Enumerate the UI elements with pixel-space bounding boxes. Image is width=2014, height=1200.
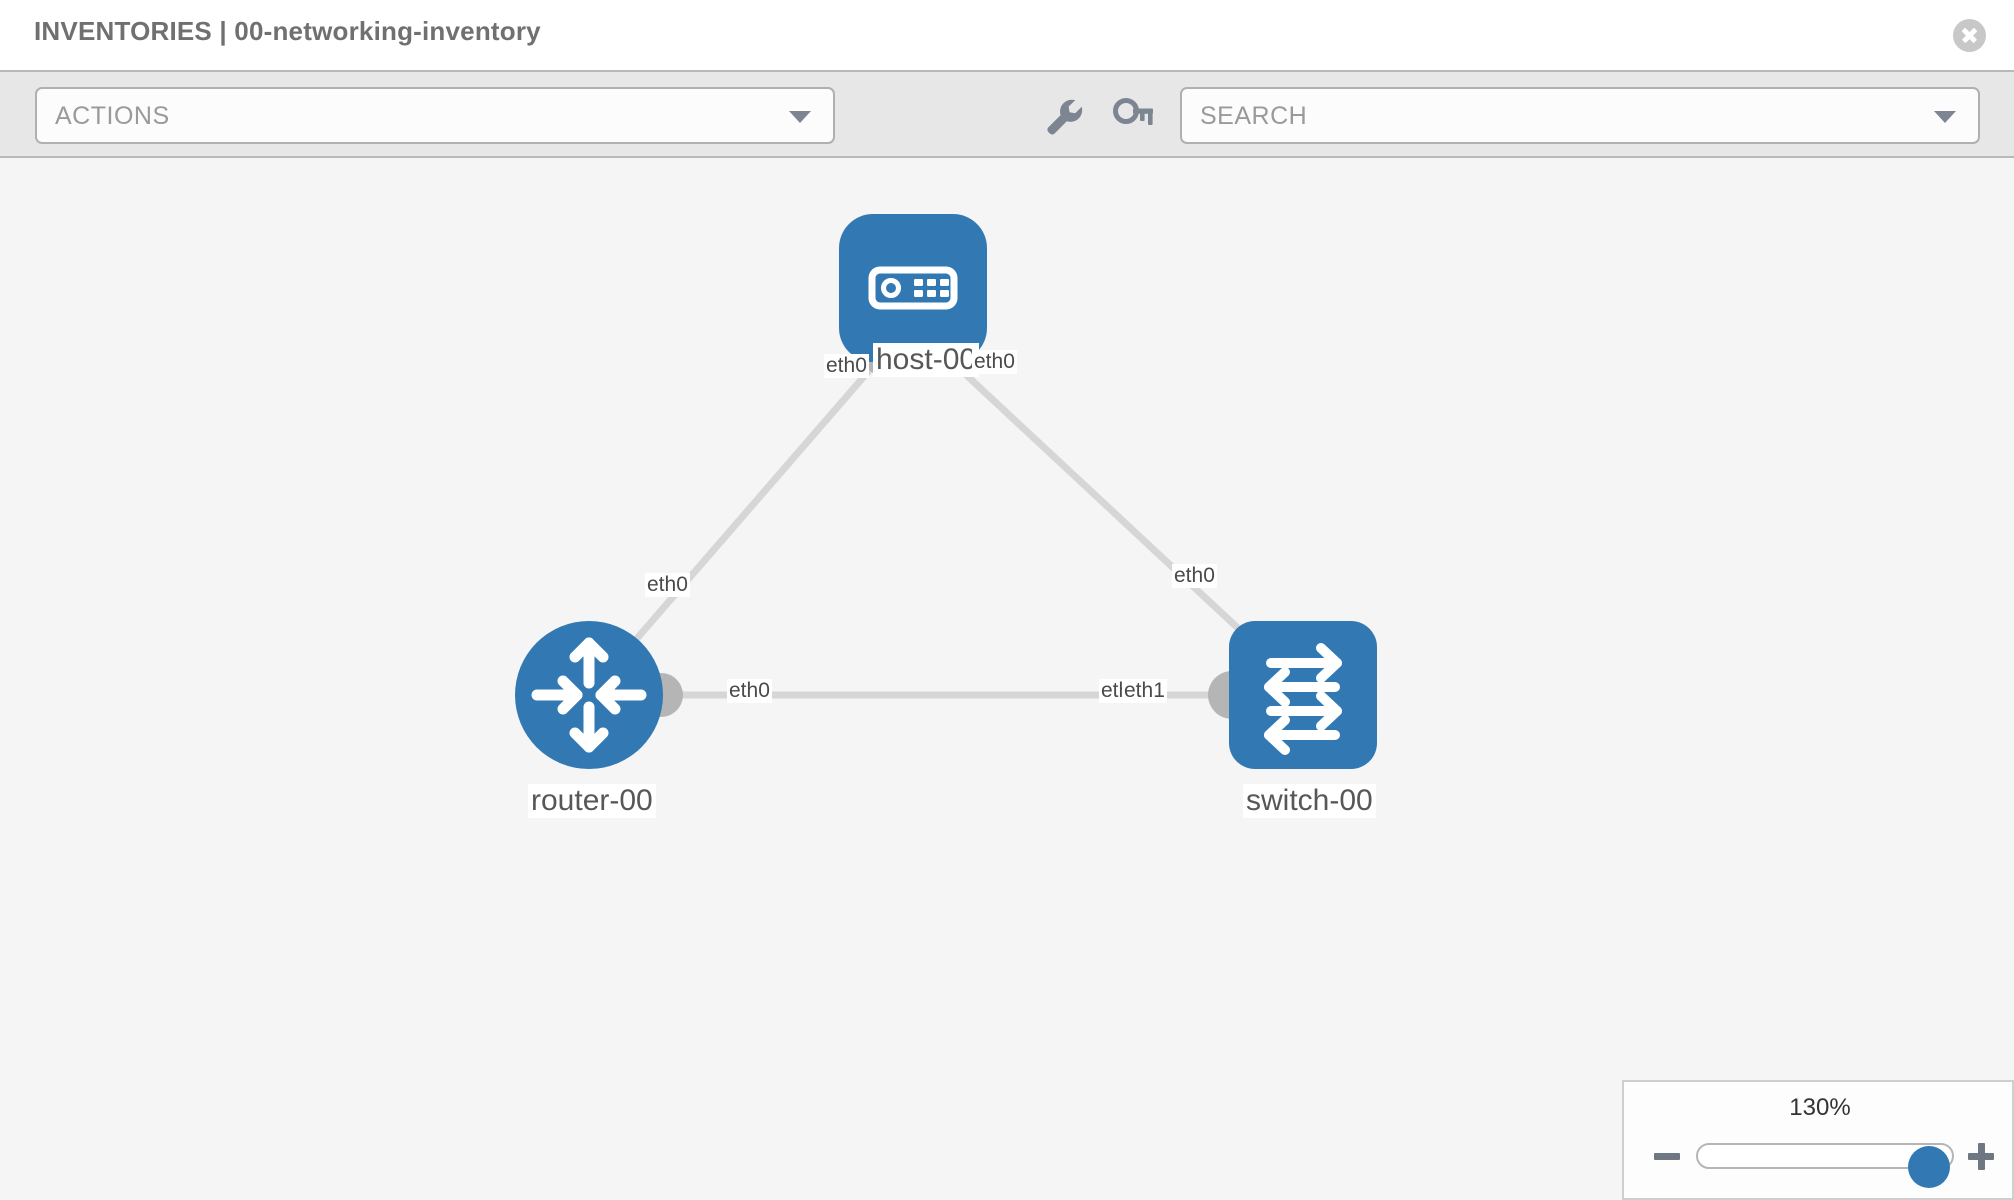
toolbar: ACTIONS SEARCH	[0, 70, 2014, 158]
node-label-router-00: router-00	[528, 784, 656, 818]
zoom-slider-thumb[interactable]	[1908, 1146, 1950, 1188]
key-icon[interactable]	[1113, 96, 1155, 136]
zoom-control: 130%	[1622, 1080, 2014, 1200]
iface-label-router00-to-switch00: eth0	[727, 679, 772, 703]
node-router-00	[515, 621, 663, 769]
topology-links	[616, 354, 1274, 699]
node-label-host-00: host-00	[873, 343, 980, 377]
search-input[interactable]: SEARCH	[1180, 87, 1980, 144]
node-switch-00	[1229, 621, 1377, 769]
iface-label-host00-to-router00: eth0	[824, 354, 869, 378]
actions-dropdown[interactable]: ACTIONS	[35, 87, 835, 144]
link-host00-router00	[616, 354, 884, 662]
topology-canvas[interactable]: host-00 router-00 switch-00 eth0 eth0 et…	[0, 158, 2014, 1200]
iface-label-host00-to-switch00: eth0	[972, 350, 1017, 374]
wrench-icon[interactable]	[1043, 96, 1085, 136]
zoom-out-button[interactable]	[1652, 1134, 1682, 1178]
iface-label-router00-to-host00: eth0	[645, 573, 690, 597]
link-host00-switch00	[944, 354, 1274, 662]
close-icon[interactable]	[1953, 19, 1986, 52]
page-header: INVENTORIES | 00-networking-inventory	[0, 0, 2014, 70]
page-title: INVENTORIES | 00-networking-inventory	[34, 16, 541, 46]
zoom-percent-label: 130%	[1789, 1094, 1851, 1121]
search-input-label: SEARCH	[1200, 102, 1308, 130]
actions-dropdown-label: ACTIONS	[55, 102, 170, 130]
chevron-down-icon	[1934, 110, 1956, 123]
node-host-00	[839, 214, 987, 362]
node-label-switch-00: switch-00	[1243, 784, 1376, 818]
iface-label-switch00-to-host00: eth0	[1172, 564, 1217, 588]
topology-graph	[515, 214, 1377, 769]
iface-label-switch00-to-router00: eth1	[1122, 679, 1167, 703]
zoom-slider[interactable]	[1696, 1143, 1954, 1188]
zoom-in-button[interactable]	[1966, 1134, 1996, 1178]
zoom-slider-row	[1624, 1134, 2014, 1188]
chevron-down-icon	[789, 110, 811, 123]
